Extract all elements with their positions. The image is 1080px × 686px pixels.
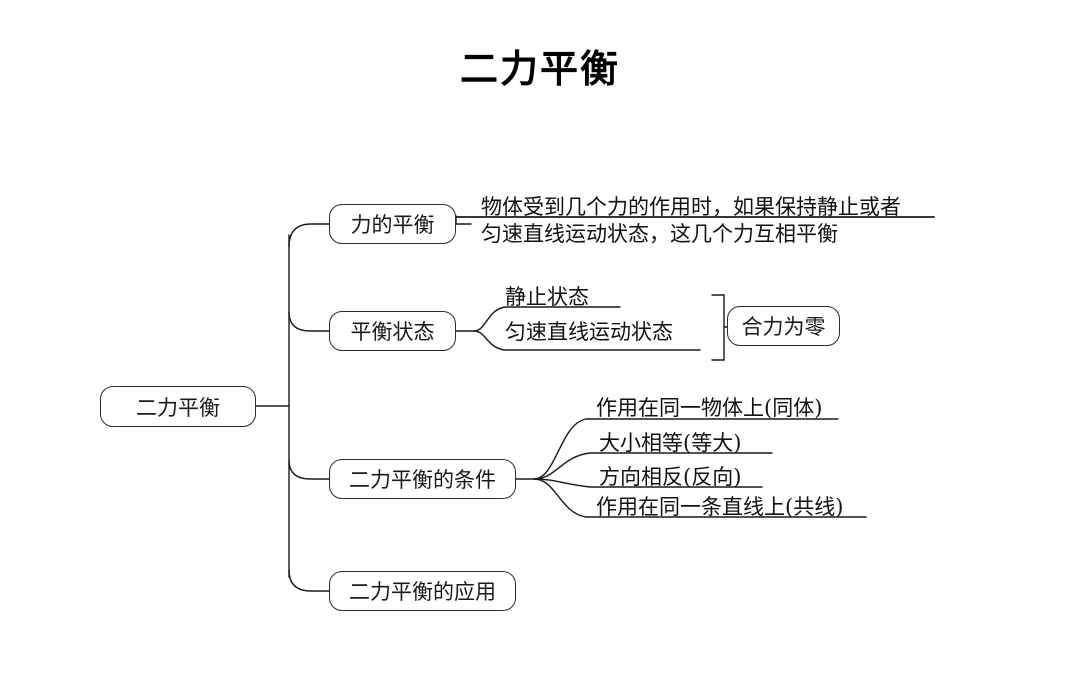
wire-to-balance-application (288, 569, 330, 592)
leaf-state-rest: 静止状态 (505, 284, 589, 312)
wire-to-balance-conditions (288, 459, 330, 480)
leaf-condition-equal-magnitude: 大小相等(等大) (599, 430, 741, 458)
wire-to-force-balance (288, 223, 330, 248)
node-root[interactable]: 二力平衡 (100, 386, 256, 427)
leaf-condition-same-body-text: 作用在同一物体上(同体) (596, 396, 823, 420)
leaf-condition-same-line: 作用在同一条直线上(共线) (596, 494, 843, 522)
node-root-label: 二力平衡 (136, 395, 220, 420)
leaf-condition-opposite-direction: 方向相反(反向) (599, 464, 741, 492)
node-force-balance-label: 力的平衡 (350, 213, 435, 237)
leaf-condition-opposite-direction-text: 方向相反(反向) (599, 465, 742, 489)
node-equilibrium-state-label: 平衡状态 (350, 320, 435, 344)
node-balance-application-label: 二力平衡的应用 (349, 580, 496, 604)
leaf-force-balance-definition-text: 物体受到几个力的作用时，如果保持静止或者 匀速直线运动状态，这几个力互相平衡 (481, 194, 901, 247)
leaf-condition-same-body: 作用在同一物体上(同体) (596, 395, 822, 423)
leaf-force-balance-definition: 物体受到几个力的作用时，如果保持静止或者 匀速直线运动状态，这几个力互相平衡 (481, 166, 951, 249)
node-net-force-zero-label: 合力为零 (741, 315, 826, 339)
bracket-equilibrium-group (711, 294, 725, 361)
leaf-state-uniform-linear: 匀速直线运动状态 (505, 319, 673, 347)
page-title: 二力平衡 (459, 46, 620, 91)
leaf-state-uniform-linear-text: 匀速直线运动状态 (505, 320, 673, 344)
node-balance-conditions[interactable]: 二力平衡的条件 (329, 459, 516, 499)
wire-to-equilibrium-state (288, 311, 330, 332)
node-net-force-zero[interactable]: 合力为零 (727, 306, 840, 346)
node-force-balance[interactable]: 力的平衡 (329, 204, 456, 244)
node-balance-application[interactable]: 二力平衡的应用 (329, 571, 516, 611)
node-equilibrium-state[interactable]: 平衡状态 (329, 311, 456, 351)
leaf-state-rest-text: 静止状态 (505, 285, 589, 309)
leaf-condition-equal-magnitude-text: 大小相等(等大) (599, 431, 742, 455)
node-balance-conditions-label: 二力平衡的条件 (349, 468, 496, 492)
leaf-condition-same-line-text: 作用在同一条直线上(共线) (596, 495, 844, 519)
